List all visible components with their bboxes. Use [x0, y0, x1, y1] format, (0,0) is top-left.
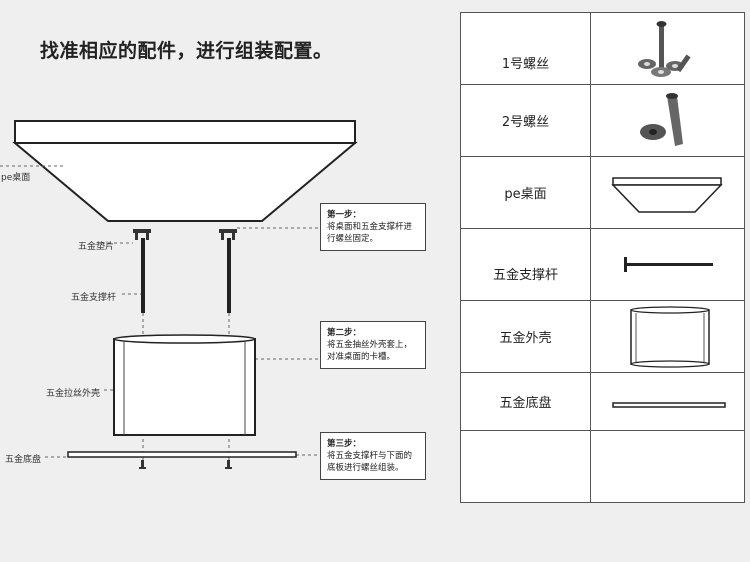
table-row: 五金底盘 — [460, 372, 745, 431]
part-name: pe桌面 — [460, 156, 591, 229]
table-row: 五金支撑杆 — [460, 228, 745, 301]
parts-table: 1号螺丝 2号螺丝 — [460, 12, 745, 503]
tabletop-icon — [611, 176, 723, 213]
part-image-cell — [590, 84, 745, 157]
page-title: 找准相应的配件，进行组装配置。 — [40, 40, 333, 62]
step-2-line-1: 将五金抽丝外壳套上， — [327, 340, 413, 350]
label-shell: 五金拉丝外壳 — [46, 389, 101, 399]
screw-set-icon — [638, 20, 691, 77]
part-image-cell — [590, 228, 745, 301]
label-base: 五金底盘 — [5, 455, 42, 465]
table-row: 1号螺丝 — [460, 12, 745, 85]
step-1-title: 第一步： — [327, 210, 362, 220]
part-image-cell — [590, 430, 745, 503]
part-image-cell — [590, 12, 745, 85]
shell-drawing — [113, 334, 256, 436]
part-image-cell — [590, 156, 745, 229]
shell-icon — [630, 305, 710, 368]
base-plate-icon — [612, 401, 726, 408]
table-row — [460, 430, 745, 503]
table-row: 五金外壳 — [460, 300, 745, 373]
base-plate-drawing — [67, 451, 297, 458]
label-pe-top: pe桌面 — [1, 173, 31, 183]
tabletop-drawing — [12, 120, 358, 222]
step-2-box: 第二步： 将五金抽丝外壳套上， 对准桌面的卡槽。 — [320, 321, 426, 369]
table-row: pe桌面 — [460, 156, 745, 229]
step-3-box: 第三步： 将五金支撑杆与下面的 底板进行螺丝组装。 — [320, 432, 426, 480]
label-washer: 五金垫片 — [78, 242, 115, 252]
step-3-line-1: 将五金支撑杆与下面的 — [327, 451, 413, 461]
step-1-line-1: 将桌面和五金支撑杆进 — [327, 222, 413, 232]
step-3-title: 第三步： — [327, 439, 362, 449]
part-image-cell — [590, 300, 745, 373]
countersunk-screw-icon — [640, 92, 683, 146]
part-name: 五金支撑杆 — [460, 228, 591, 301]
support-rods — [141, 238, 231, 313]
table-row: 2号螺丝 — [460, 84, 745, 157]
step-1-box: 第一步： 将桌面和五金支撑杆进 行螺丝固定。 — [320, 203, 426, 251]
part-image-cell — [590, 372, 745, 431]
assembly-diagram — [0, 120, 358, 469]
part-name: 2号螺丝 — [460, 84, 591, 157]
bottom-screws — [139, 460, 232, 469]
support-rod-icon — [624, 256, 713, 272]
step-2-title: 第二步： — [327, 328, 362, 338]
washer-left — [133, 229, 151, 240]
part-name: 五金外壳 — [460, 300, 591, 373]
label-rod: 五金支撑杆 — [71, 293, 117, 303]
part-name — [460, 430, 591, 503]
step-1-line-2: 行螺丝固定。 — [327, 234, 379, 244]
part-name: 1号螺丝 — [460, 12, 591, 85]
step-3-line-2: 底板进行螺丝组装。 — [327, 463, 404, 473]
part-name: 五金底盘 — [460, 372, 591, 431]
step-2-line-2: 对准桌面的卡槽。 — [327, 352, 396, 362]
washer-right — [219, 229, 237, 240]
